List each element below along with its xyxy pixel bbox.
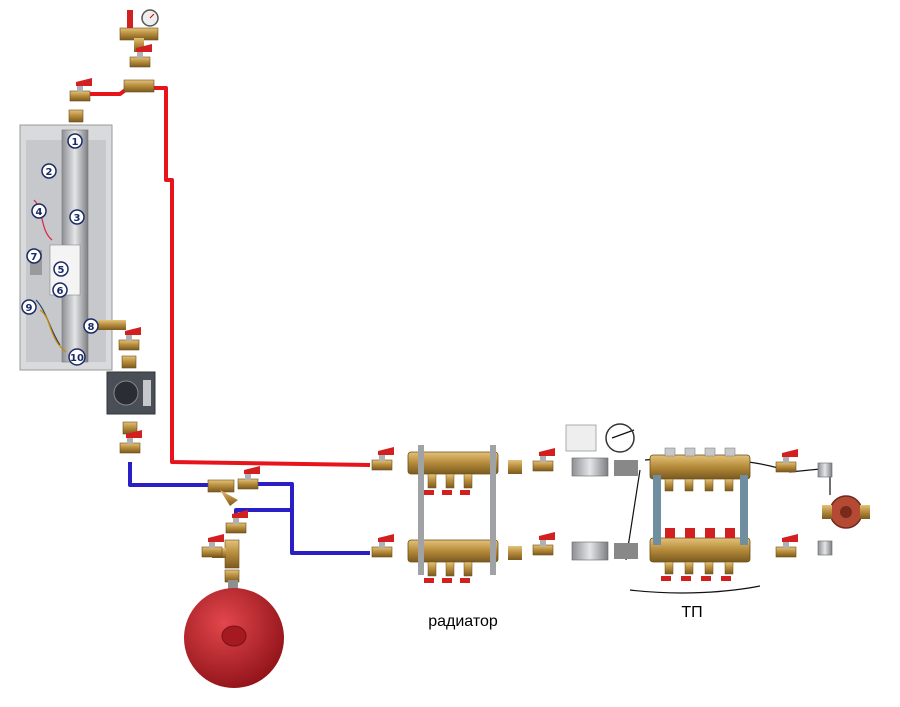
svg-text:5: 5: [58, 265, 65, 276]
thermostat-icon: [565, 423, 635, 453]
svg-text:9: 9: [26, 303, 33, 314]
svg-text:2: 2: [46, 167, 53, 178]
boiler-return-fitting-icon: [121, 355, 137, 369]
drain-valve-icon: [201, 533, 225, 558]
svg-text:7: 7: [31, 252, 38, 263]
underfloor-manifold-icon: [649, 447, 751, 581]
safety-valve-icon: [129, 43, 153, 68]
underfloor-label: ТП: [681, 604, 702, 621]
svg-text:10: 10: [70, 353, 84, 364]
tee-fitting-icon: [123, 79, 155, 93]
callout-6: 6: [52, 282, 68, 298]
underfloor-elbow-lower-icon: [817, 540, 833, 556]
boiler-callouts: 1 2 3 4 5 6 7 8 9 10: [21, 133, 99, 366]
tank-valve-icon: [225, 509, 249, 534]
pump-icon: [106, 371, 156, 415]
mixing-supply-valve-icon: [532, 447, 556, 472]
svg-text:8: 8: [88, 322, 95, 333]
safety-group-icon: [119, 9, 159, 52]
underfloor-return-valve-icon: [775, 533, 799, 558]
callout-9: 9: [21, 299, 37, 315]
callout-2: 2: [41, 163, 57, 179]
underfloor-supply-valve-icon: [775, 448, 799, 473]
callout-1: 1: [67, 133, 83, 149]
return-valve-icon: [237, 465, 261, 490]
boiler-outlet-valve-icon: [69, 77, 93, 102]
svg-text:1: 1: [72, 137, 79, 148]
radiator-supply-valve-icon: [371, 446, 395, 471]
callout-10: 10: [68, 348, 86, 366]
svg-text:3: 3: [74, 213, 81, 224]
callout-4: 4: [31, 203, 47, 219]
callout-5: 5: [53, 261, 69, 277]
supply-pipe: [88, 86, 371, 467]
boiler-outlet-fitting-icon: [68, 109, 84, 123]
radiator-manifold-icon: [407, 445, 522, 583]
circulation-pump-icon: [822, 495, 870, 529]
filter-icon: [207, 479, 238, 506]
radiator-return-valve-icon: [371, 533, 395, 558]
svg-text:4: 4: [36, 207, 43, 218]
radiator-label: радиатор: [428, 613, 498, 630]
callout-7: 7: [26, 248, 42, 264]
callout-8: 8: [83, 318, 99, 334]
expansion-tank-icon: [184, 580, 284, 688]
mixing-return-valve-icon: [532, 531, 556, 556]
underfloor-elbow-icon: [817, 462, 833, 478]
svg-text:6: 6: [57, 286, 64, 297]
callout-3: 3: [69, 209, 85, 225]
electric-boiler: [19, 124, 126, 371]
mixing-valve-icon: [571, 457, 638, 561]
boiler-return-valve-icon: [118, 326, 142, 351]
